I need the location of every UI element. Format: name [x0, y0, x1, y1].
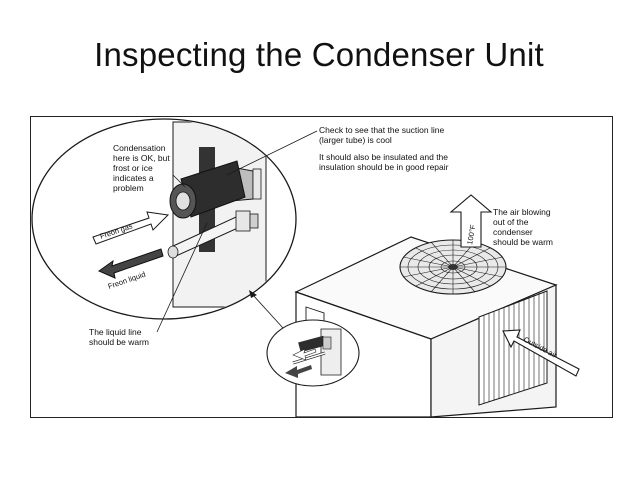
slide-title: Inspecting the Condenser Unit: [94, 36, 544, 73]
diagram-canvas: Freon gas Freon liquid Condensation here…: [31, 118, 580, 417]
warm-air-arrow: 100°F: [449, 194, 493, 248]
temperature-label: 100°F: [465, 224, 477, 246]
suction-line-icon: [169, 160, 262, 219]
liquid-line-callout: The liquid line should be warm: [89, 327, 149, 347]
liquid-line-icon: [167, 210, 259, 259]
air-blowing-callout: The air blowing out of the condenser sho…: [493, 207, 553, 247]
fan-grille-icon: [399, 239, 507, 295]
liquid-line-leader: [156, 222, 208, 333]
condensation-callout: Condensation here is OK, but frost or ic…: [113, 143, 172, 193]
condenser-diagram: Freon gas Freon liquid Condensation here…: [30, 116, 613, 418]
condensation-leader: [172, 174, 186, 188]
service-valve-circle: [266, 319, 360, 387]
suction-callout: Check to see that the suction line (larg…: [319, 125, 447, 145]
suction-leader: [226, 130, 318, 176]
insulation-callout: It should also be insulated and the insu…: [319, 152, 450, 172]
